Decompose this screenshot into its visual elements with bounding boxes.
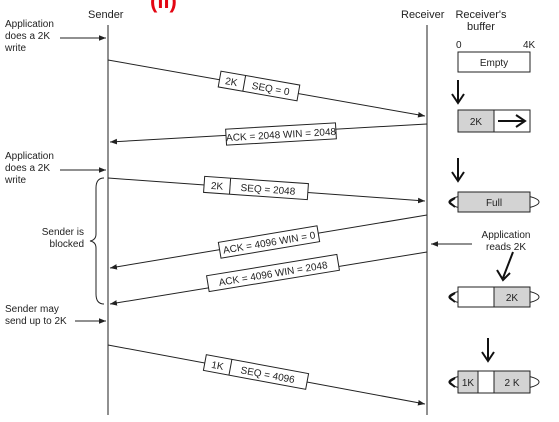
segment-3-arrow: 1K SEQ = 4096 <box>107 344 426 406</box>
right-arrow-icon <box>498 114 527 128</box>
buffer-scale-max: 4K <box>523 40 536 51</box>
svg-text:Full: Full <box>486 198 502 209</box>
svg-text:blocked: blocked <box>50 239 84 250</box>
svg-text:Sender may: Sender may <box>5 304 59 315</box>
note-sender-blocked: Sender is blocked <box>42 177 105 305</box>
svg-text:write: write <box>4 175 27 186</box>
down-arrow-icon <box>481 338 495 363</box>
note-app-write-2: Application does a 2K write <box>4 151 106 186</box>
svg-text:send up to 2K: send up to 2K <box>5 316 67 327</box>
svg-text:Application: Application <box>482 230 531 241</box>
buffer-state-half: 2K <box>457 109 531 133</box>
circular-arrow-icon <box>448 377 456 388</box>
note-sender-may-send: Sender may send up to 2K <box>5 304 106 327</box>
svg-text:2 K: 2 K <box>504 378 519 389</box>
svg-text:does a 2K: does a 2K <box>5 163 50 174</box>
buffer-state-freed: 2K <box>448 286 540 308</box>
segment-2-arrow: 2K SEQ = 2048 <box>107 175 426 204</box>
segment-1-arrow: 2K SEQ = 0 <box>107 59 426 118</box>
svg-text:2K: 2K <box>470 117 483 128</box>
svg-text:Application: Application <box>5 19 54 30</box>
red-title-fragment: (ii) <box>150 0 177 13</box>
down-arrow-icon <box>451 80 465 105</box>
ack-1-arrow: ACK = 2048 WIN = 2048 <box>109 122 428 146</box>
buffer-title-line2: buffer <box>467 21 495 33</box>
buffer-scale-zero: 0 <box>456 40 462 51</box>
note-app-reads: Application reads 2K <box>431 230 530 253</box>
sender-label: Sender <box>88 9 124 21</box>
svg-text:reads 2K: reads 2K <box>486 242 526 253</box>
down-arrow-icon <box>496 251 514 282</box>
segment-3-size: 1K <box>210 360 224 373</box>
buffer-state-full: Full <box>448 191 540 213</box>
svg-text:Sender is: Sender is <box>42 227 84 238</box>
svg-text:Empty: Empty <box>480 58 508 69</box>
segment-2-size: 2K <box>211 181 224 193</box>
svg-text:Application: Application <box>5 151 54 162</box>
note-app-write-1: Application does a 2K write <box>4 19 106 54</box>
segment-2-seq: SEQ = 2048 <box>240 183 296 198</box>
buffer-state-empty: Empty <box>457 51 531 73</box>
down-arrow-icon <box>451 158 465 183</box>
buffer-state-partial: 1K 2 K <box>448 370 540 394</box>
circular-arrow-icon <box>448 292 456 303</box>
circular-arrow-icon <box>448 197 456 208</box>
receiver-label: Receiver <box>401 9 445 21</box>
svg-text:2K: 2K <box>506 293 519 304</box>
svg-text:write: write <box>4 43 27 54</box>
svg-text:does a 2K: does a 2K <box>5 31 50 42</box>
buffer-title-line1: Receiver's <box>455 9 507 21</box>
segment-1-size: 2K <box>224 76 238 89</box>
svg-text:1K: 1K <box>462 378 475 389</box>
